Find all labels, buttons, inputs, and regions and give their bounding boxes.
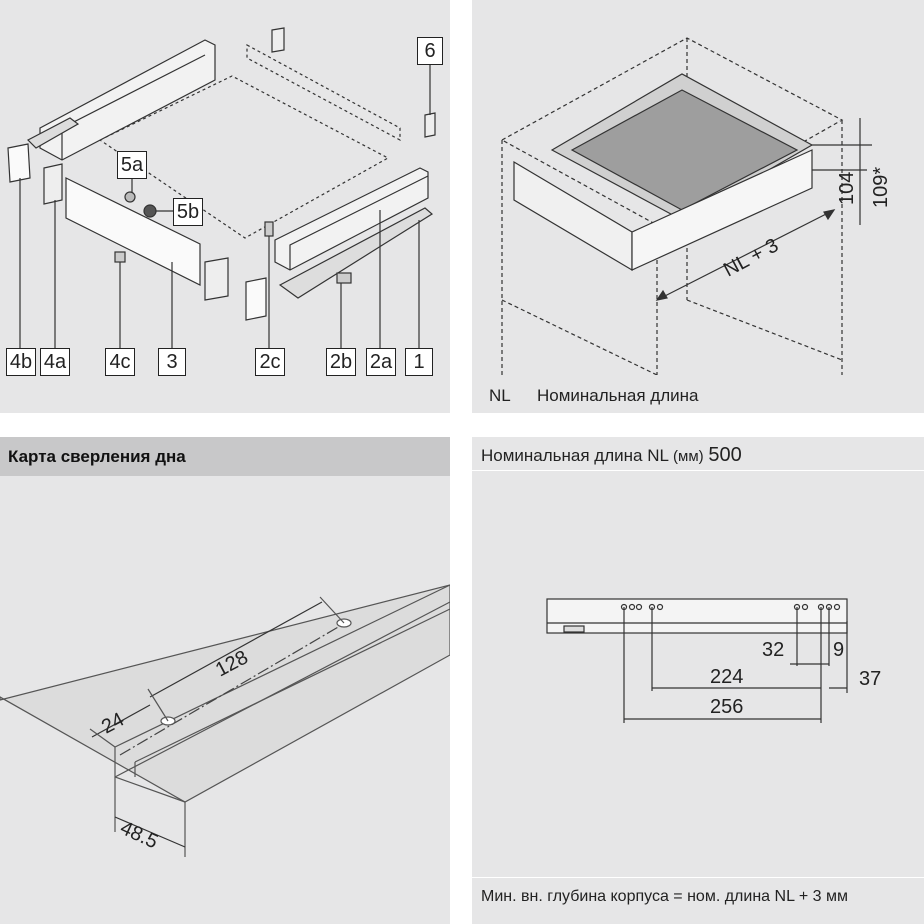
dim-104: 104 — [836, 171, 858, 205]
nl-header-text: Номинальная длина NL (мм) 500 — [481, 444, 742, 467]
nominal-length-footer: Мин. вн. глубина корпуса = ном. длина NL… — [472, 878, 924, 924]
dim-37: 37 — [859, 668, 882, 690]
part-label-2a: 2a — [366, 348, 396, 376]
part-label-6: 6 — [417, 37, 443, 65]
rail-drill-drawing — [546, 598, 848, 723]
part-label-2c: 2c — [255, 348, 285, 376]
part-label-4a: 4a — [40, 348, 70, 376]
legend-key: NL — [489, 386, 511, 405]
nl-header-value: 500 — [708, 444, 742, 466]
min-depth-note: Мин. вн. глубина корпуса = ном. длина NL… — [481, 888, 848, 905]
dim-224: 224 — [710, 666, 744, 688]
cabinet-legend: NL Номинальная длина — [472, 375, 924, 413]
drill-map-panel: 128 24 48.5 — [0, 437, 450, 924]
drill-map-drawing — [0, 584, 450, 857]
legend-text: Номинальная длина — [537, 386, 699, 405]
nominal-length-panel: 32 9 224 37 256 — [472, 471, 924, 877]
nl-header-unit: (мм) — [673, 448, 704, 465]
part-label-4c: 4c — [105, 348, 135, 376]
part-label-2b: 2b — [326, 348, 356, 376]
part-label-1: 1 — [405, 348, 433, 376]
dim-109: 109* — [870, 166, 892, 208]
drill-map-title: Карта сверления дна — [8, 447, 186, 466]
part-label-4b: 4b — [6, 348, 36, 376]
dim-256: 256 — [710, 696, 744, 718]
drill-map-header: Карта сверления дна — [0, 437, 450, 476]
part-label-3: 3 — [158, 348, 186, 376]
dim-9: 9 — [833, 639, 845, 661]
cabinet-drawing — [500, 37, 872, 375]
nominal-length-header: Номинальная длина NL (мм) 500 — [472, 437, 924, 470]
dim-32: 32 — [762, 639, 785, 661]
part-label-5a: 5a — [117, 151, 147, 179]
part-label-5b: 5b — [173, 198, 203, 226]
exploded-drawer-drawing — [7, 27, 436, 348]
exploded-parts-panel: 4b 4a 4c 3 2c 2b 2a 1 6 5a 5b — [0, 0, 450, 413]
nl-header-label: Номинальная длина NL — [481, 446, 669, 465]
cabinet-panel: NL + 3 104 109* — [472, 0, 924, 375]
